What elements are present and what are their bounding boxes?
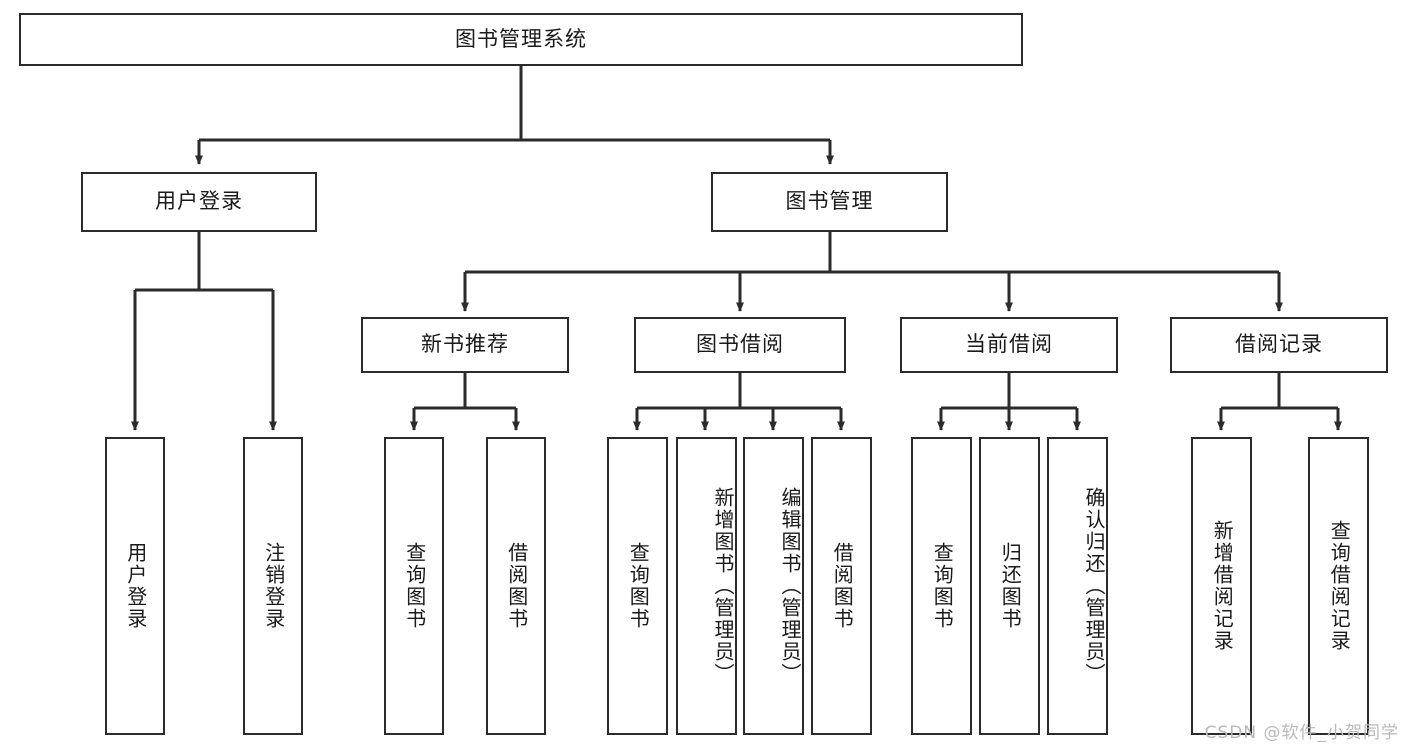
node-current-borrow[interactable]: 当前借阅 — [900, 317, 1118, 373]
leaf-return-book-label: 归还图书 — [998, 542, 1023, 630]
leaf-add-book-label: 新增图书（管理员） — [711, 487, 735, 685]
node-book-manage-label: 图书管理 — [785, 189, 874, 214]
leaf-confirm-return-label: 确认归还（管理员） — [1082, 487, 1106, 685]
node-book-manage[interactable]: 图书管理 — [711, 172, 948, 232]
leaf-query-book-2[interactable]: 查询图书 — [607, 437, 668, 735]
leaf-logout-login[interactable]: 注销登录 — [243, 437, 303, 735]
leaf-borrow-book-1[interactable]: 借阅图书 — [486, 437, 546, 735]
leaf-logout-login-label: 注销登录 — [261, 542, 286, 630]
leaf-user-login[interactable]: 用户登录 — [105, 437, 165, 735]
leaf-query-book-1[interactable]: 查询图书 — [384, 437, 444, 735]
leaf-query-record[interactable]: 查询借阅记录 — [1308, 437, 1369, 735]
leaf-query-record-label: 查询借阅记录 — [1327, 520, 1352, 652]
leaf-query-book-3[interactable]: 查询图书 — [911, 437, 972, 735]
leaf-add-book[interactable]: 新增图书（管理员） — [676, 437, 737, 735]
node-book-borrow-label: 图书借阅 — [696, 332, 784, 357]
node-borrow-record[interactable]: 借阅记录 — [1170, 317, 1388, 373]
node-borrow-record-label: 借阅记录 — [1235, 332, 1323, 357]
leaf-user-login-label: 用户登录 — [123, 542, 148, 630]
node-user-login-label: 用户登录 — [155, 189, 243, 214]
leaf-borrow-book-2[interactable]: 借阅图书 — [811, 437, 872, 735]
node-root-label: 图书管理系统 — [455, 26, 587, 51]
node-current-borrow-label: 当前借阅 — [965, 332, 1053, 357]
node-new-book-recommend[interactable]: 新书推荐 — [361, 317, 569, 373]
csdn-watermark: CSDN @软件_小贺同学 — [1204, 723, 1399, 743]
node-new-book-recommend-label: 新书推荐 — [421, 332, 509, 357]
leaf-query-book-2-label: 查询图书 — [626, 542, 651, 630]
leaf-add-record-label: 新增借阅记录 — [1210, 520, 1235, 652]
leaf-query-book-3-label: 查询图书 — [930, 542, 955, 630]
leaf-edit-book[interactable]: 编辑图书（管理员） — [743, 437, 804, 735]
leaf-borrow-book-1-label: 借阅图书 — [504, 542, 529, 630]
leaf-borrow-book-2-label: 借阅图书 — [830, 542, 855, 630]
leaf-query-book-1-label: 查询图书 — [402, 542, 427, 630]
node-root[interactable]: 图书管理系统 — [19, 13, 1023, 66]
leaf-confirm-return[interactable]: 确认归还（管理员） — [1047, 437, 1108, 735]
leaf-return-book[interactable]: 归还图书 — [979, 437, 1040, 735]
node-book-borrow[interactable]: 图书借阅 — [634, 317, 846, 373]
node-user-login[interactable]: 用户登录 — [81, 172, 317, 232]
leaf-add-record[interactable]: 新增借阅记录 — [1191, 437, 1252, 735]
leaf-edit-book-label: 编辑图书（管理员） — [778, 487, 802, 685]
